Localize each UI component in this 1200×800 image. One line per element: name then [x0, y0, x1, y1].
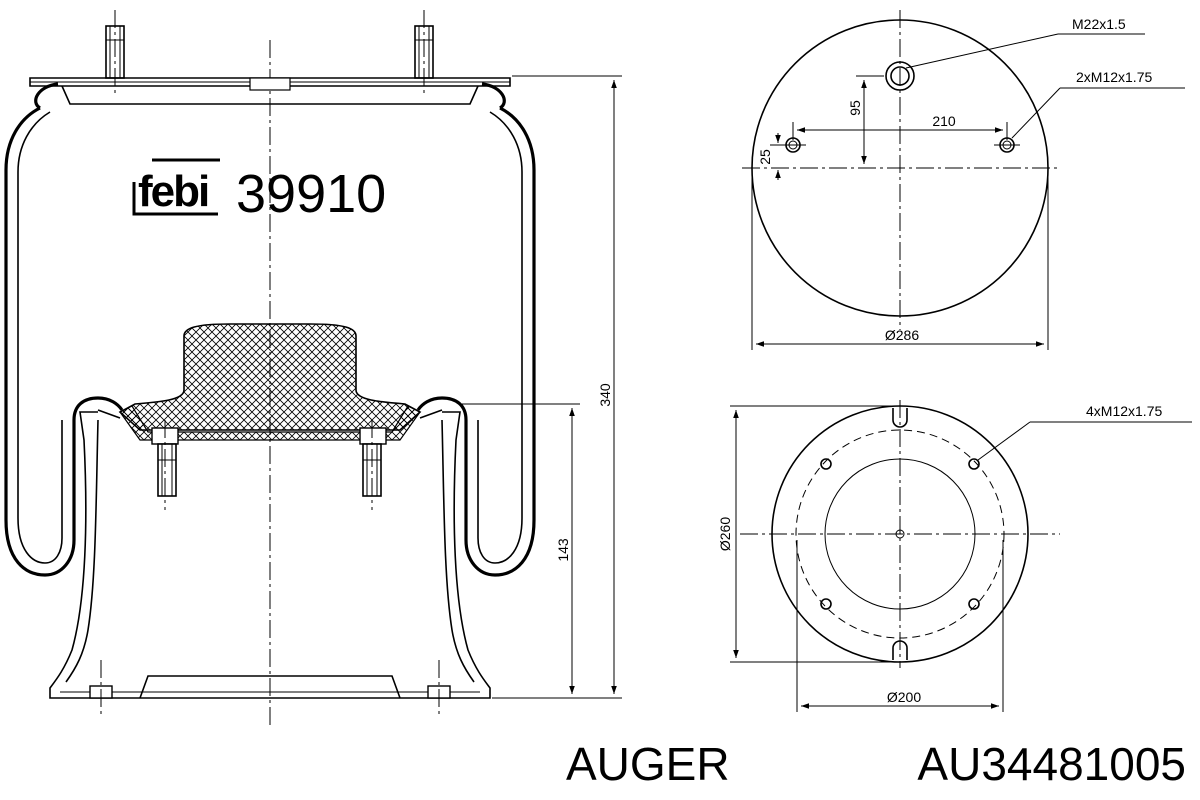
height-piston-label: 143 [555, 538, 571, 562]
lower-stud-right [359, 427, 387, 497]
lower-stud-left [151, 427, 179, 497]
bottom-hole-3 [820, 598, 832, 610]
bottom-view: 4xM12x1.75 Ø260 Ø200 [717, 400, 1192, 712]
bottom-hole-4 [968, 598, 980, 610]
notch-bottom-icon [892, 640, 908, 660]
bottom-hole-1 [820, 458, 832, 470]
label-bottom-outer-diameter: Ø260 [717, 517, 733, 551]
bellows [4, 106, 536, 577]
notch-top-icon [892, 408, 908, 428]
label-bottom-threads: 4xM12x1.75 [1086, 403, 1162, 419]
piston-body [49, 409, 491, 699]
footer-part-number: AU34481005 [917, 738, 1186, 790]
label-spacing: 210 [932, 113, 956, 129]
label-offset-vertical: 95 [847, 100, 863, 116]
footer-brand: AUGER [566, 738, 730, 790]
label-top-diameter: Ø286 [885, 327, 919, 343]
label-bottom-inner-diameter: Ø200 [887, 689, 921, 705]
center-thread-icon [885, 61, 915, 91]
logo-brand: febi [138, 167, 208, 216]
label-center-thread: M22x1.5 [1072, 16, 1126, 32]
label-thread-pair: 2xM12x1.75 [1076, 69, 1152, 85]
side-view: 340 143 febi 39910 [4, 10, 622, 725]
top-view: M22x1.5 2xM12x1.75 210 95 25 Ø286 [742, 10, 1185, 350]
logo-part-number: 39910 [236, 164, 386, 224]
febi-logo: febi [132, 158, 220, 216]
bottom-hole-2 [968, 458, 980, 470]
label-offset-small: 25 [757, 149, 773, 165]
top-plate [29, 77, 511, 110]
height-total-label: 340 [597, 383, 613, 407]
piston-bumper [118, 323, 422, 431]
